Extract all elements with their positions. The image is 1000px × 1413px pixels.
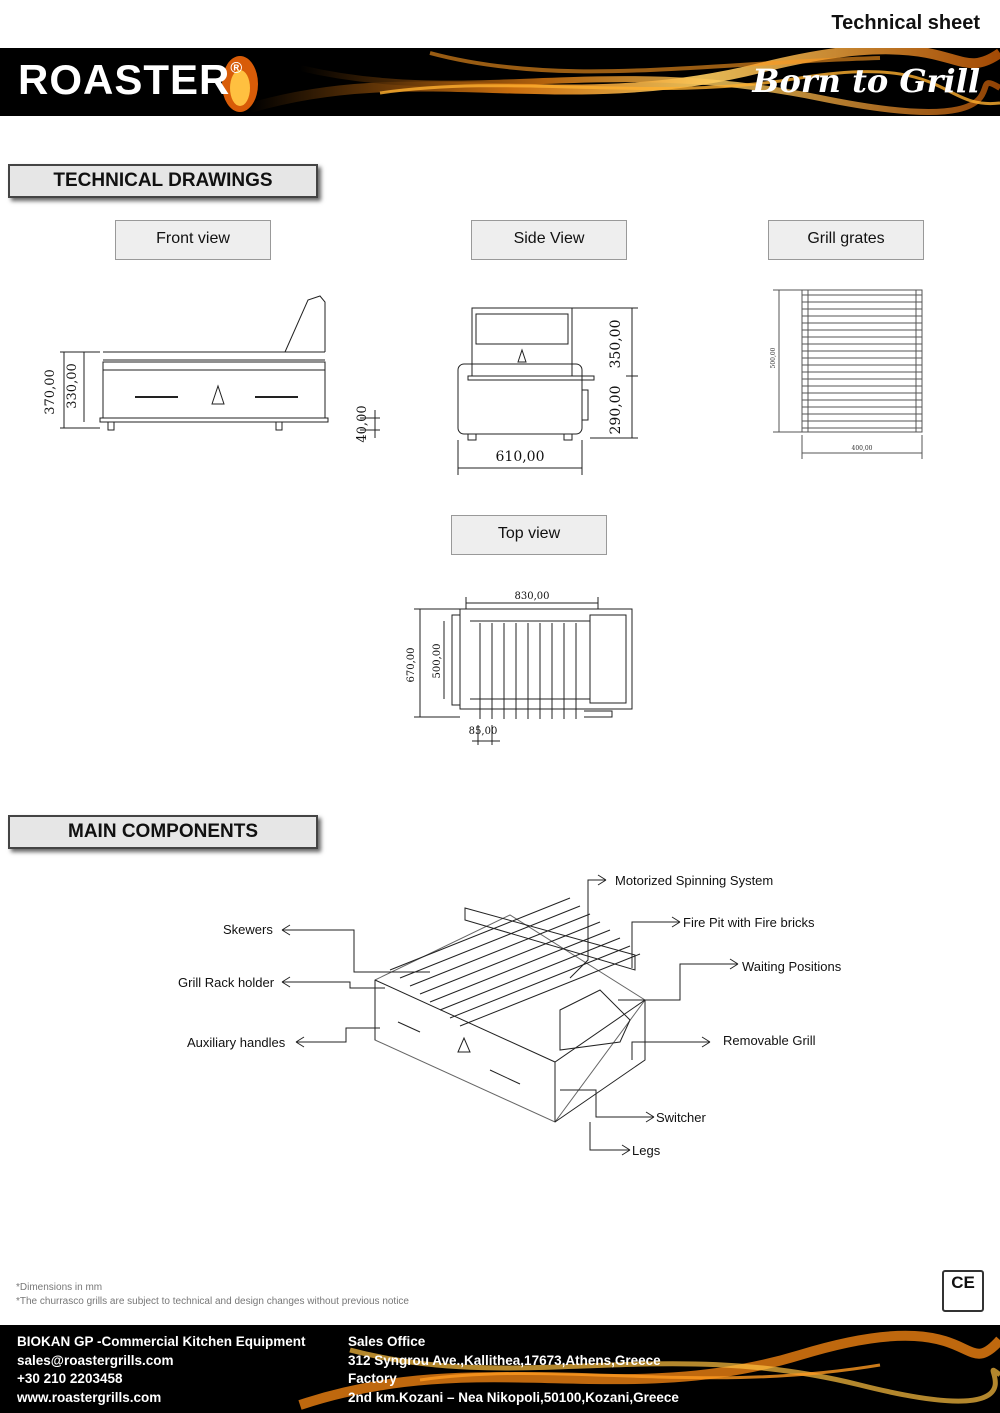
top-dim-85: 85,00 (469, 726, 498, 737)
label-waiting-positions: Waiting Positions (742, 959, 842, 974)
label-grill-rack-holder: Grill Rack holder (178, 975, 275, 990)
side-dim-290: 290,00 (608, 386, 624, 435)
side-view-drawing: 350,00 290,00 610,00 (457, 307, 638, 475)
top-dim-670: 670,00 (406, 648, 417, 683)
section-header-drawings: TECHNICAL DRAWINGS (8, 164, 318, 198)
document-title: Technical sheet (831, 12, 980, 34)
top-view-label: Top view (451, 515, 607, 555)
side-dim-610: 610,00 (496, 449, 545, 465)
grill-grates-drawing: 500,00 400,00 (770, 289, 923, 459)
top-view-drawing: 830,00 670,00 500,00 85,00 (406, 591, 633, 745)
sales-office-address: 312 Syngrou Ave.,Kallithea,17673,Athens,… (348, 1352, 661, 1368)
label-legs: Legs (632, 1143, 661, 1158)
front-view-label: Front view (115, 220, 271, 260)
header-banner: ROASTER® Born to Grill (0, 48, 1000, 116)
factory-address: 2nd km.Kozani – Nea Nikopoli,50100,Kozan… (348, 1389, 679, 1405)
company-website[interactable]: www.roastergrills.com (17, 1389, 162, 1405)
top-dim-830: 830,00 (515, 591, 550, 602)
brand-tagline: Born to Grill (752, 62, 980, 100)
front-dim-370: 370,00 (43, 369, 58, 415)
label-switcher: Switcher (656, 1110, 706, 1125)
grates-dim-400: 400,00 (852, 445, 873, 452)
label-auxiliary-handles: Auxiliary handles (187, 1035, 286, 1050)
side-view-label: Side View (471, 220, 627, 260)
label-skewers: Skewers (223, 922, 273, 937)
brand-logo: ROASTER® (18, 56, 244, 103)
footer-flames (298, 1330, 1000, 1410)
company-contact: BIOKAN GP -Commercial Kitchen Equipment … (17, 1333, 306, 1407)
label-motorized-spinning-system: Motorized Spinning System (615, 873, 774, 888)
company-phone[interactable]: +30 210 2203458 (17, 1371, 123, 1386)
factory-title: Factory (348, 1371, 397, 1386)
footer-banner: BIOKAN GP -Commercial Kitchen Equipment … (0, 1325, 1000, 1413)
office-addresses: Sales Office 312 Syngrou Ave.,Kallithea,… (348, 1333, 679, 1407)
front-dim-40: 40,00 (355, 405, 370, 442)
grill-grates-label: Grill grates (768, 220, 924, 260)
label-removable-grill: Removable Grill (723, 1033, 816, 1048)
top-dim-500: 500,00 (432, 644, 443, 679)
ce-mark: CE (942, 1270, 984, 1312)
flame-streaks (222, 48, 1000, 115)
section-header-components: MAIN COMPONENTS (8, 815, 318, 849)
components-diagram (281, 874, 739, 1156)
disclaimer-note: *The churrasco grills are subject to tec… (16, 1296, 409, 1307)
dimensions-note: *Dimensions in mm (16, 1282, 103, 1293)
grates-dim-500: 500,00 (770, 347, 777, 368)
label-fire-pit: Fire Pit with Fire bricks (683, 915, 815, 930)
company-name: BIOKAN GP -Commercial Kitchen Equipment (17, 1334, 306, 1349)
sales-office-title: Sales Office (348, 1334, 426, 1349)
front-dim-330: 330,00 (65, 363, 80, 409)
side-dim-350: 350,00 (608, 320, 624, 369)
company-email[interactable]: sales@roastergrills.com (17, 1352, 174, 1368)
front-view-drawing: 370,00 330,00 40,00 (43, 295, 380, 443)
